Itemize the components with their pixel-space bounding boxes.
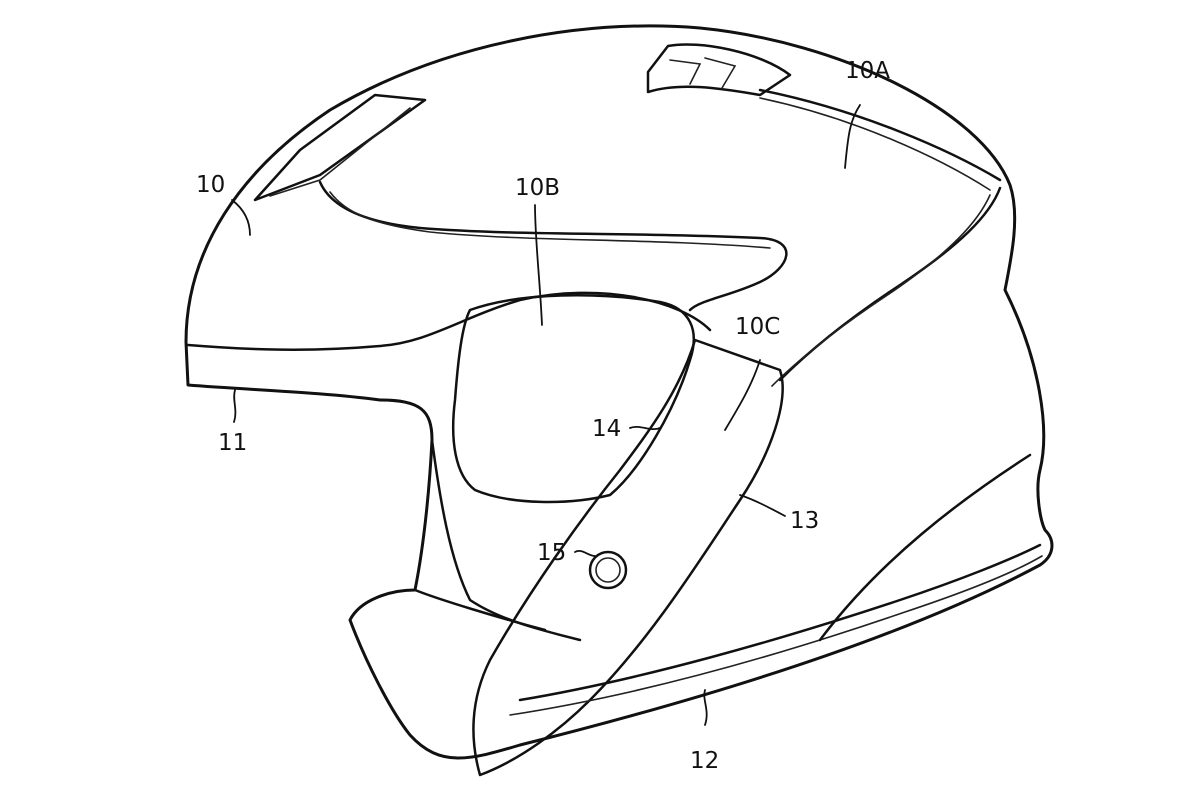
release-button-inner: [595, 557, 621, 583]
label-12: 12: [690, 748, 719, 774]
leader-11: [233, 389, 237, 423]
rear-side-seam-2: [771, 194, 991, 387]
release-button-outer: [588, 550, 628, 590]
label-10B: 10B: [515, 175, 560, 201]
label-15: 15: [537, 540, 566, 566]
top-vent-slot-1: [669, 59, 702, 85]
label-11: 11: [218, 430, 247, 456]
rear-lower-curve: [818, 453, 1032, 642]
leader-12: [703, 689, 708, 726]
label-14: 14: [592, 416, 621, 442]
forehead-vent-inner: [269, 107, 411, 197]
leader-14: [629, 425, 661, 431]
label-13: 13: [790, 508, 819, 534]
chin-inner-curve: [413, 588, 547, 632]
side-stripe-upper: [318, 180, 788, 312]
lower-rim-band-2: [509, 555, 1043, 716]
leader-15: [574, 550, 596, 557]
side-stripe-lower: [329, 191, 771, 249]
label-10: 10: [196, 172, 225, 198]
leader-13: [739, 494, 786, 517]
ear-opening: [451, 294, 695, 504]
label-10A: 10A: [845, 58, 890, 84]
rear-ridge-line-2: [759, 97, 991, 191]
lower-rim-band: [518, 543, 1042, 702]
forehead-vent: [253, 93, 427, 202]
rear-ridge-line: [758, 88, 1002, 182]
leader-10A: [844, 104, 861, 169]
label-10C: 10C: [735, 314, 780, 340]
cheek-cover: [472, 338, 784, 777]
leader-10C: [724, 359, 761, 431]
leader-10: [231, 199, 251, 236]
top-vent-slot-2: [704, 57, 737, 89]
top-vent: [646, 43, 792, 97]
leader-10B: [534, 204, 543, 326]
helmet-shell-outline: [184, 24, 1054, 760]
